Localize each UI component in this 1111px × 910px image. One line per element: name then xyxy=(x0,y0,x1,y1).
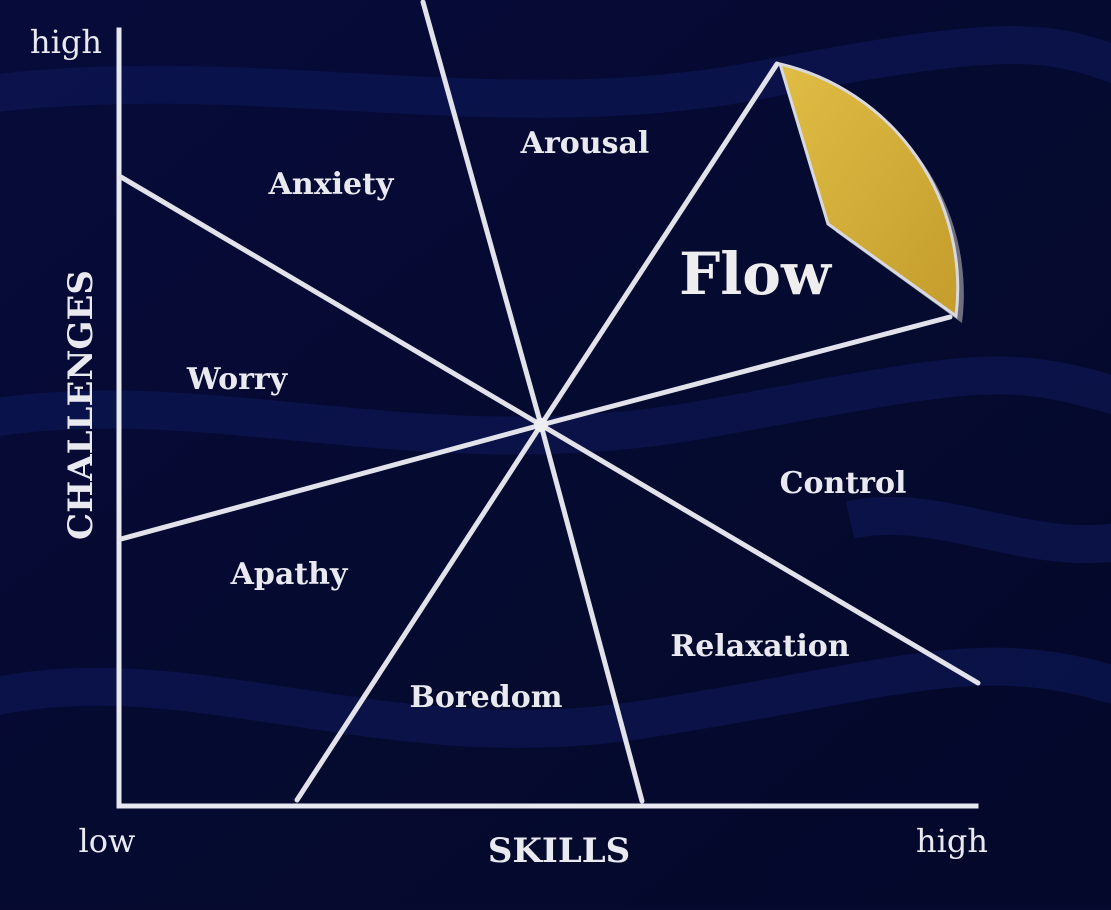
spoke-apathy-worry xyxy=(118,422,544,542)
wave-4 xyxy=(845,496,1111,564)
wave-1 xyxy=(0,26,1111,118)
flow-highlight-wedge xyxy=(777,61,960,319)
region-label-anxiety: Anxiety xyxy=(268,167,395,202)
spoke-arousal-flow xyxy=(538,61,780,428)
region-label-apathy: Apathy xyxy=(230,557,349,592)
region-label-relaxation: Relaxation xyxy=(670,629,849,664)
x-axis-high-label: high xyxy=(916,822,988,860)
spoke-arousal-anxiety xyxy=(420,0,544,428)
wave-3 xyxy=(0,647,1111,748)
spoke-worry-anxiety xyxy=(118,174,544,428)
wave-2 xyxy=(0,356,1111,455)
region-label-control: Control xyxy=(780,466,907,501)
background-waves xyxy=(0,26,1111,748)
y-axis-title: CHALLENGES xyxy=(61,270,101,540)
spoke-relaxation-boredom xyxy=(538,422,645,804)
y-axis-high-label: high xyxy=(30,23,102,61)
region-divider-lines xyxy=(118,0,981,804)
x-axis-low-label: low xyxy=(79,822,136,860)
x-axis-title: SKILLS xyxy=(488,831,630,871)
spoke-flow-control xyxy=(538,314,953,428)
region-label-worry: Worry xyxy=(186,362,289,397)
region-label-flow: Flow xyxy=(679,240,833,308)
spoke-control-relaxation xyxy=(538,422,981,686)
region-label-boredom: Boredom xyxy=(410,680,563,715)
region-label-arousal: Arousal xyxy=(520,126,650,161)
spoke-boredom-apathy xyxy=(294,422,544,803)
center-point xyxy=(534,418,548,432)
